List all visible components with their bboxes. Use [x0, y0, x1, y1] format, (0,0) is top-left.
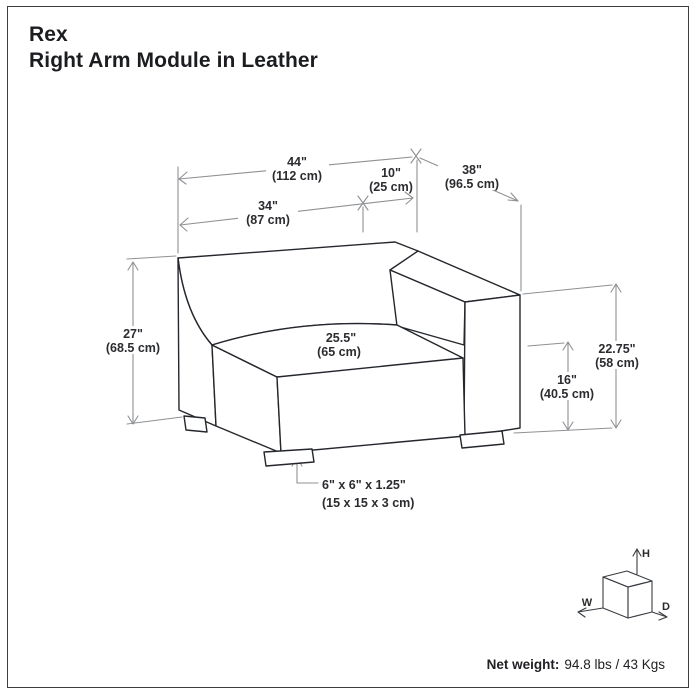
net-weight-label: Net weight:	[486, 657, 560, 672]
arrow-10-right	[404, 191, 414, 205]
cube-height-arrow	[632, 548, 642, 557]
arrow-27-bottom	[127, 415, 139, 425]
label-arm-height-in: 22.75"	[598, 342, 635, 356]
arrow-2275-top	[610, 283, 622, 293]
product-name: Rex	[29, 23, 68, 46]
extension-line-height-bottom	[126, 416, 183, 425]
tick-mark-seat-arm	[357, 195, 369, 211]
cube-depth-arrow	[658, 611, 668, 621]
net-weight: Net weight: 94.8 lbs / 43 Kgs	[487, 657, 665, 672]
label-seat-depth-cm: (65 cm)	[317, 345, 361, 359]
cube-width-arrow	[577, 607, 587, 618]
extension-line-bottom-right	[513, 427, 613, 434]
label-halos	[101, 153, 646, 400]
axis-label-height: H	[642, 548, 650, 560]
title-block: Rex Right Arm Module in Leather	[29, 22, 318, 74]
axis-label-depth: D	[662, 601, 670, 613]
sofa-foot-front	[263, 448, 315, 467]
label-overall-width-cm: (112 cm)	[272, 169, 322, 183]
sofa-foot-rear-left	[183, 415, 208, 433]
arrow-16-top	[562, 341, 574, 351]
arrow-16-bottom	[562, 421, 574, 431]
tick-mark-right	[410, 148, 422, 164]
arrow-44-left	[178, 171, 188, 185]
axis-label-width: W	[582, 597, 593, 609]
label-overall-height-cm: (68.5 cm)	[106, 341, 160, 355]
sofa-foot-right	[459, 430, 505, 449]
product-variant-name: Right Arm Module in Leather	[29, 49, 318, 72]
label-overall-height-in: 27"	[123, 327, 143, 341]
label-foot-size-in: 6" x 6" x 1.25"	[322, 478, 406, 492]
label-seat-height-in: 16"	[557, 373, 577, 387]
cube-width-axis	[577, 607, 604, 613]
arrow-34-left	[179, 217, 189, 232]
label-foot-size-cm: (15 x 15 x 3 cm)	[322, 496, 414, 510]
orientation-cube-icon: W D H	[577, 548, 670, 621]
dimension-labels: 44" (112 cm) 10" (25 cm) 38" (96.5 cm) 3…	[106, 155, 639, 510]
sofa-arm-front	[463, 294, 521, 438]
cube-right-face	[627, 580, 653, 619]
label-arm-width-in: 10"	[381, 166, 401, 180]
extension-line-seatheight-top	[527, 342, 565, 347]
arrow-2275-bottom	[610, 419, 622, 429]
arrow-27-top	[127, 261, 139, 271]
label-overall-depth-in: 38"	[462, 163, 482, 177]
cube-top-face	[602, 570, 653, 588]
net-weight-value: 94.8 lbs / 43 Kgs	[564, 657, 665, 672]
label-arm-height-cm: (58 cm)	[595, 356, 639, 370]
arrow-38-end	[507, 192, 519, 202]
extension-line-armheight-top	[522, 284, 613, 295]
extension-line-height-top	[126, 255, 177, 260]
label-seat-depth-in: 25.5"	[326, 331, 356, 345]
label-overall-depth-cm: (96.5 cm)	[445, 177, 499, 191]
sofa-line-drawing	[177, 241, 521, 467]
label-seat-width-cm: (87 cm)	[246, 213, 290, 227]
label-seat-height-cm: (40.5 cm)	[540, 387, 594, 401]
label-overall-width-in: 44"	[287, 155, 307, 169]
label-arm-width-cm: (25 cm)	[369, 180, 413, 194]
cube-depth-axis	[651, 611, 668, 618]
leader-foot	[296, 458, 319, 484]
cube-front-face	[602, 576, 629, 619]
label-seat-width-in: 34"	[258, 199, 278, 213]
